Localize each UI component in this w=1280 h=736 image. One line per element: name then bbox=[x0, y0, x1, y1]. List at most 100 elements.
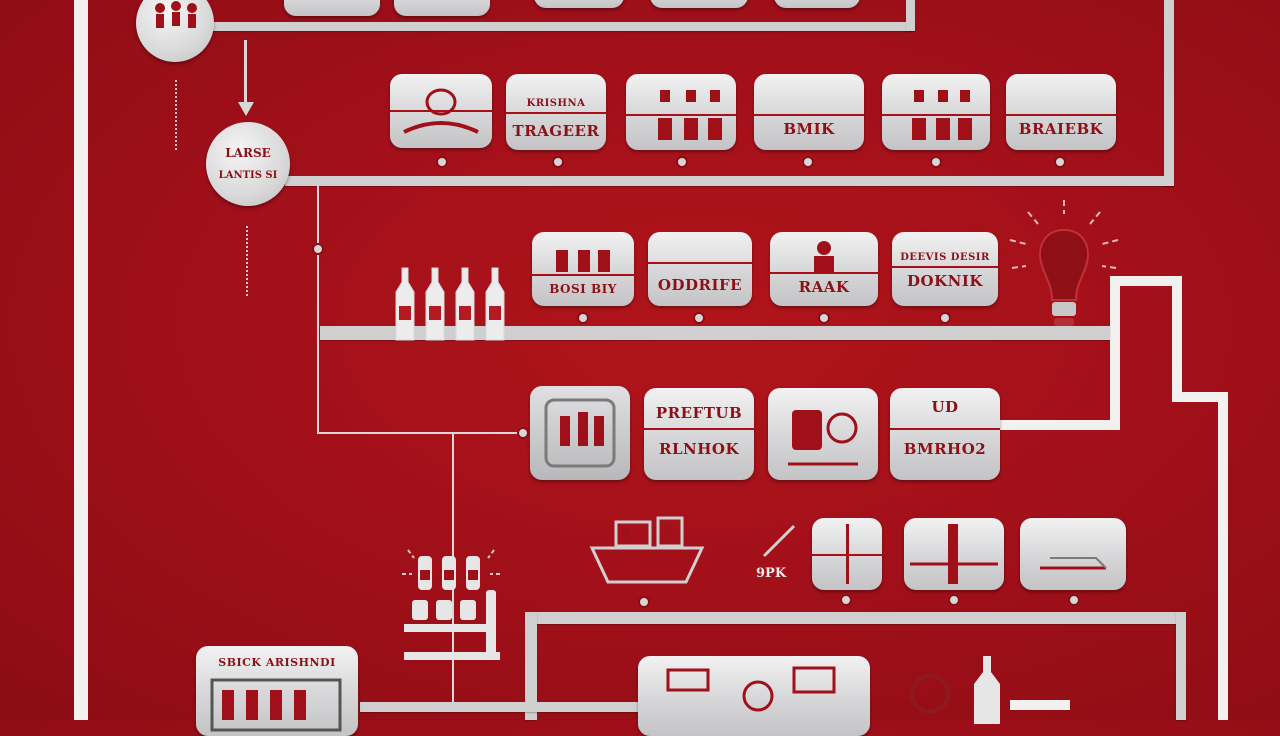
row3-card-2-label: PREFTUB bbox=[655, 404, 743, 422]
row4-card-1 bbox=[812, 518, 882, 590]
row2-connector-3 bbox=[818, 312, 830, 324]
drone-icon bbox=[1040, 557, 1107, 570]
pipe-row2 bbox=[320, 326, 1110, 340]
top-card-4 bbox=[650, 0, 748, 8]
tower-icon bbox=[910, 524, 998, 584]
right-rail-step bbox=[1172, 392, 1228, 402]
row1-card-4-label: BMIK bbox=[783, 120, 835, 138]
pipe-bottom bbox=[360, 702, 640, 712]
top-card-5 bbox=[774, 0, 860, 8]
lightbulb-icon bbox=[1009, 200, 1119, 326]
bottle-icon bbox=[974, 656, 1000, 724]
row1-card-5 bbox=[882, 74, 990, 150]
bottom-left-card-label: SBICK ARISHNDI bbox=[218, 656, 336, 669]
bottle-icon bbox=[455, 267, 475, 341]
row1-card-2-sublabel: KRISHNA bbox=[526, 98, 586, 109]
row3-card-2-sublabel: RLNHOK bbox=[659, 440, 739, 458]
row3-card-2: PREFTUB RLNHOK bbox=[644, 388, 754, 480]
row3-card-3 bbox=[768, 388, 878, 480]
line-top-down bbox=[244, 40, 247, 104]
top-card-1 bbox=[284, 0, 380, 16]
pipe-right-outer bbox=[1164, 0, 1174, 186]
row4-card-2 bbox=[904, 518, 1004, 590]
figures-icon bbox=[912, 90, 972, 140]
lab-icon bbox=[788, 410, 858, 466]
row2-card-3-label: RAAK bbox=[798, 278, 850, 296]
row2-card-3: RAAK bbox=[770, 232, 878, 306]
bottom-left-card: SBICK ARISHNDI bbox=[196, 646, 358, 736]
middle-circle-label-2: LANTIS SI bbox=[218, 170, 278, 181]
barrel-icon bbox=[403, 88, 479, 134]
row2-card-1-label: BOSI BIY bbox=[549, 282, 617, 296]
row4-connector-2 bbox=[840, 594, 852, 606]
row2-card-2: ODDRIFE bbox=[648, 232, 752, 306]
row2-card-4-sublabel: DEEVIS DESIR bbox=[900, 252, 990, 263]
row2-connector-4 bbox=[939, 312, 951, 324]
right-rail-outer bbox=[1172, 276, 1182, 400]
right-rail-bend bbox=[1110, 276, 1182, 286]
line-mid-down bbox=[317, 186, 319, 434]
row1-connector-4 bbox=[802, 156, 814, 168]
bottle-cluster-icon bbox=[402, 549, 500, 660]
gear-cluster-icon bbox=[910, 674, 950, 714]
row2-connector-2 bbox=[693, 312, 705, 324]
pipe-top-right-drop bbox=[906, 0, 915, 31]
machine-icon bbox=[544, 398, 616, 468]
top-circle bbox=[136, 0, 214, 62]
bottle-icon bbox=[425, 267, 445, 341]
pipe-row4-drop bbox=[525, 612, 537, 720]
row4-connector-3 bbox=[948, 594, 960, 606]
row1-connector-1 bbox=[436, 156, 448, 168]
row2-card-2-label: ODDRIFE bbox=[657, 276, 743, 294]
figures-icon bbox=[658, 90, 722, 140]
row1-card-6: BRAIEBK bbox=[1006, 74, 1116, 150]
left-rail bbox=[74, 0, 88, 720]
row1-card-4: BMIK bbox=[754, 74, 864, 150]
middle-circle: LARSE LANTIS SI bbox=[206, 122, 290, 206]
person-icon bbox=[814, 241, 834, 272]
row4-card-3 bbox=[1020, 518, 1126, 590]
row2-card-4: DEEVIS DESIR DOKNIK bbox=[892, 232, 998, 306]
cart-icon bbox=[589, 516, 705, 584]
right-rail-joint bbox=[1000, 420, 1120, 430]
row2-card-1: BOSI BIY bbox=[532, 232, 634, 306]
row4-caption: 9PK bbox=[756, 566, 787, 581]
right-rail-upper bbox=[1110, 276, 1120, 426]
pipe-row1 bbox=[285, 176, 1174, 186]
row2-card-4-label: DOKNIK bbox=[907, 272, 983, 290]
row1-connector-3 bbox=[676, 156, 688, 168]
bottle-icon bbox=[485, 267, 505, 341]
pipe-row4-right-drop bbox=[1176, 612, 1186, 720]
row1-card-1 bbox=[390, 74, 492, 148]
connector-row3 bbox=[517, 427, 529, 439]
row3-card-4: UD BMRHO2 bbox=[890, 388, 1000, 480]
arrow-down-icon bbox=[238, 102, 254, 116]
row4-connector-1 bbox=[638, 596, 650, 608]
row1-card-3 bbox=[626, 74, 736, 150]
middle-circle-label-1: LARSE bbox=[225, 146, 271, 160]
row1-card-2-label: TRAGEER bbox=[512, 122, 600, 140]
row1-connector-5 bbox=[930, 156, 942, 168]
bottom-right-rail bbox=[1010, 700, 1070, 710]
right-rail-long bbox=[1218, 392, 1228, 720]
people-icon bbox=[155, 1, 197, 28]
row1-card-6-label: BRAIEBK bbox=[1018, 120, 1104, 138]
figures-icon bbox=[556, 250, 610, 272]
truck-icon bbox=[210, 678, 342, 732]
caption-icon bbox=[762, 524, 796, 558]
connector-mid bbox=[312, 243, 324, 255]
pipe-row4 bbox=[525, 612, 1185, 624]
line-row3-horizontal bbox=[317, 432, 523, 434]
row1-card-2: KRISHNA TRAGEER bbox=[506, 74, 606, 150]
row1-connector-6 bbox=[1054, 156, 1066, 168]
dotted-guide-1 bbox=[175, 80, 179, 150]
bottle-icon bbox=[395, 267, 415, 341]
dotted-guide-2 bbox=[246, 226, 250, 296]
top-card-3 bbox=[534, 0, 624, 8]
top-card-2 bbox=[394, 0, 490, 16]
row3-card-1 bbox=[530, 386, 630, 480]
pipe-top bbox=[210, 22, 915, 31]
machinery-icon bbox=[666, 666, 836, 712]
bottom-center-card bbox=[638, 656, 870, 736]
row3-card-4-sublabel: UD bbox=[931, 398, 959, 416]
